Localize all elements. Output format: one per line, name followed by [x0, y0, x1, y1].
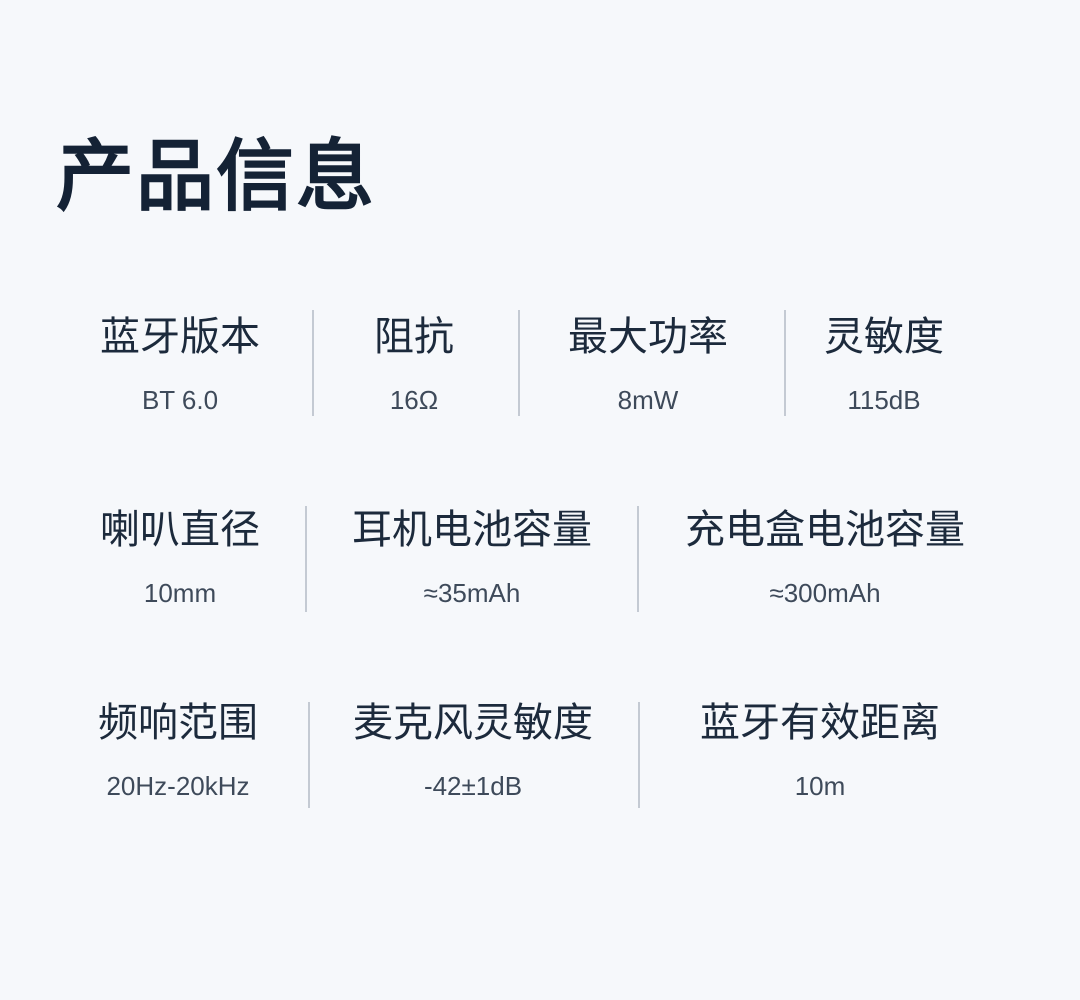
divider [305, 506, 307, 612]
spec-value: 8mW [617, 385, 679, 415]
spec-label: 麦克风灵敏度 [353, 700, 593, 746]
page-title: 产品信息 [56, 132, 377, 222]
spec-sensitivity: 灵敏度 115dB [804, 317, 964, 413]
spec-mic-sensitivity: 麦克风灵敏度 -42±1dB [333, 703, 613, 799]
spec-frequency-response: 频响范围 20Hz-20kHz [78, 703, 278, 799]
divider [518, 310, 520, 416]
spec-label: 蓝牙版本 [100, 314, 260, 360]
spec-value: 20Hz-20kHz [106, 771, 250, 801]
divider [784, 310, 786, 416]
spec-value: -42±1dB [423, 771, 523, 801]
divider [312, 310, 314, 416]
spec-max-power: 最大功率 8mW [548, 317, 748, 413]
spec-label: 充电盒电池容量 [685, 507, 965, 553]
spec-label: 耳机电池容量 [352, 507, 592, 553]
spec-value: ≈35mAh [423, 578, 521, 608]
spec-case-battery: 充电盒电池容量 ≈300mAh [670, 510, 980, 606]
spec-label: 频响范围 [98, 700, 258, 746]
divider [308, 702, 310, 808]
spec-value: BT 6.0 [141, 385, 219, 415]
spec-label: 阻抗 [374, 314, 454, 360]
spec-label: 喇叭直径 [100, 507, 260, 553]
spec-label: 蓝牙有效距离 [700, 700, 940, 746]
spec-value: ≈300mAh [769, 578, 881, 608]
spec-impedance: 阻抗 16Ω [334, 317, 494, 413]
spec-label: 灵敏度 [824, 314, 944, 360]
divider [637, 506, 639, 612]
spec-bluetooth-version: 蓝牙版本 BT 6.0 [80, 317, 280, 413]
spec-bluetooth-range: 蓝牙有效距离 10m [680, 703, 960, 799]
spec-value: 115dB [847, 385, 921, 415]
spec-earbud-battery: 耳机电池容量 ≈35mAh [332, 510, 612, 606]
spec-value: 16Ω [389, 385, 439, 415]
spec-value: 10mm [143, 578, 217, 608]
spec-label: 最大功率 [568, 314, 728, 360]
spec-driver-diameter: 喇叭直径 10mm [80, 510, 280, 606]
spec-value: 10m [794, 771, 846, 801]
divider [638, 702, 640, 808]
